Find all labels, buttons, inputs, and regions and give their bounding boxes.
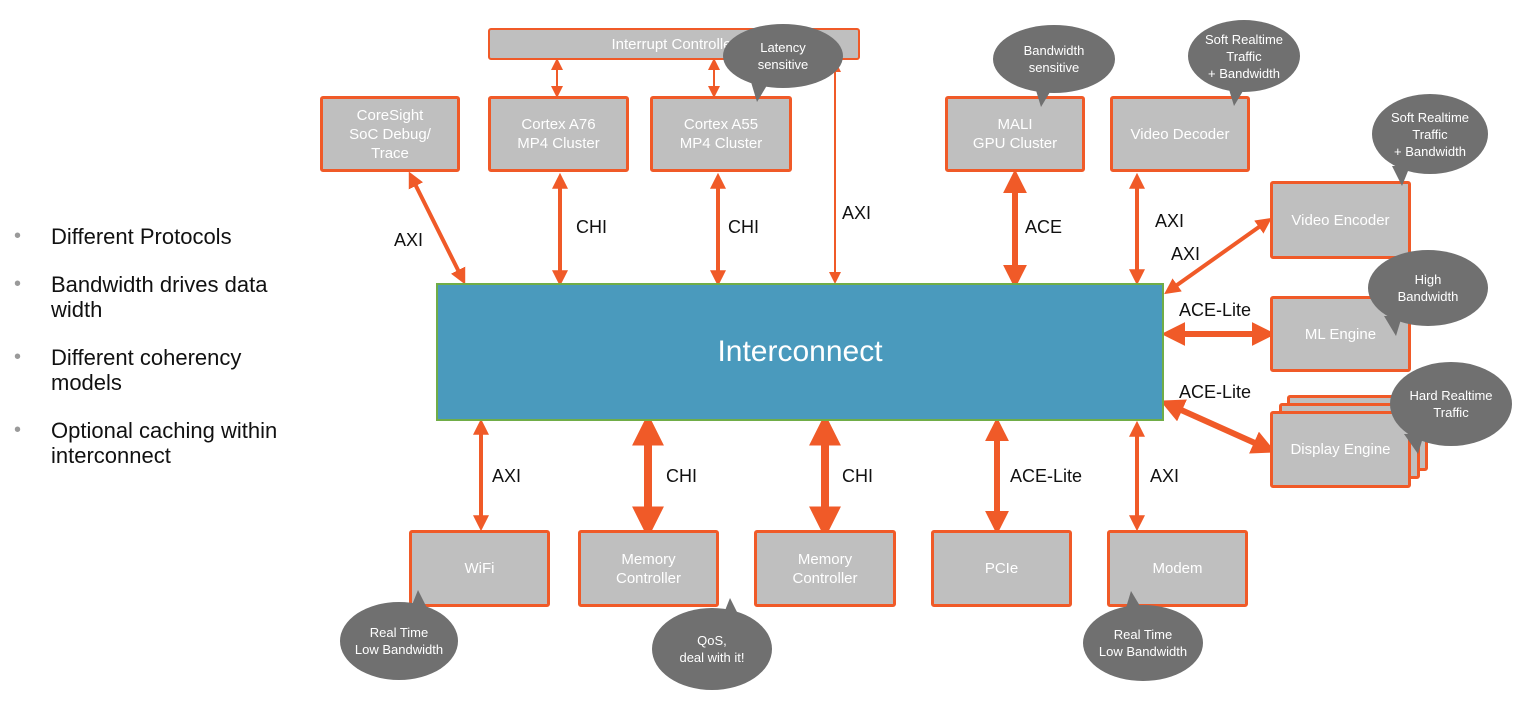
interconnect-label: Interconnect (717, 335, 883, 368)
protocol-label-a76: CHI (576, 217, 607, 237)
memory-controller-2-label: Memory Controller (792, 550, 858, 587)
bubble-high-bandwidth: High Bandwidth (1368, 250, 1488, 336)
protocol-label-video-decoder: AXI (1155, 211, 1185, 231)
wifi-label: WiFi (464, 560, 495, 577)
memory-controller-2-box: Memory Controller (754, 530, 896, 607)
bubble-tail (1228, 86, 1246, 106)
pcie-label: PCIe (984, 560, 1019, 577)
bubble-latency-sensitive: Latency sensitive (723, 24, 843, 102)
protocol-label-mali: ACE (1025, 217, 1063, 237)
bubble-text: Real Time Low Bandwidth (354, 625, 444, 657)
bullet-text: Different Protocols (51, 224, 232, 249)
protocol-label-interrupt: AXI (842, 203, 872, 223)
bubble-text: Bandwidth sensitive (1023, 43, 1085, 75)
bubble-tail (722, 598, 740, 618)
bubble-tail (1384, 316, 1402, 336)
memory-controller-1-box: Memory Controller (578, 530, 719, 607)
bubble-qos: QoS, deal with it! (652, 598, 772, 690)
coresight-label: CoreSight SoC Debug/ Trace (349, 106, 431, 162)
video-decoder-label: Video Decoder (1130, 125, 1230, 143)
protocol-label-coresight: AXI (394, 230, 424, 250)
display-engine-label: Display Engine (1290, 441, 1391, 458)
bubble-text: High Bandwidth (1397, 272, 1459, 304)
protocol-label-pcie: ACE-Lite (1010, 466, 1083, 486)
bubble-tail (751, 82, 769, 102)
cortex-a55-box: Cortex A55 MP4 Cluster (650, 96, 792, 172)
cortex-a76-label: Cortex A76 MP4 Cluster (517, 116, 600, 152)
bubble-tail (410, 590, 428, 610)
bullet-item: • Optional caching within interconnect (14, 418, 344, 468)
bubble-tail (1392, 166, 1410, 186)
video-decoder-box: Video Decoder (1110, 96, 1250, 172)
mali-gpu-box: MALI GPU Cluster (945, 96, 1085, 172)
display-engine-box: Display Engine (1270, 411, 1411, 488)
bullet-item: • Different Protocols (14, 224, 344, 249)
bubble-soft-realtime-encoder: Soft Realtime Traffic + Bandwidth (1372, 94, 1488, 186)
bubble-bandwidth-sensitive: Bandwidth sensitive (993, 25, 1115, 107)
interconnect-block: Interconnect (436, 283, 1164, 421)
arrow-video-encoder (1164, 217, 1272, 295)
bullet-text: Different coherency models (51, 345, 242, 395)
protocol-label-a55: CHI (728, 217, 759, 237)
bullet-item: • Bandwidth drives data width (14, 272, 344, 322)
bullet-text: Optional caching within interconnect (51, 418, 278, 468)
protocol-label-wifi: AXI (492, 466, 522, 486)
protocol-label-display-engine: ACE-Lite (1179, 382, 1252, 402)
arrow-display-engine (1160, 399, 1276, 454)
bubble-soft-realtime-decoder: Soft Realtime Traffic + Bandwidth (1188, 20, 1300, 106)
ml-engine-label: ML Engine (1304, 325, 1377, 343)
wifi-box: WiFi (409, 530, 550, 607)
bubble-tail (1404, 434, 1424, 454)
bubble-tail (1125, 591, 1143, 611)
bullet-dot-icon: • (14, 346, 22, 368)
bubble-text: QoS, deal with it! (679, 633, 745, 665)
bullet-dot-icon: • (14, 273, 22, 295)
modem-label: Modem (1152, 560, 1203, 577)
bubble-text: Hard Realtime Traffic (1409, 388, 1493, 420)
bullet-text: Bandwidth drives data width (51, 272, 268, 322)
bubble-text: Latency sensitive (757, 40, 809, 72)
cortex-a76-box: Cortex A76 MP4 Cluster (488, 96, 629, 172)
protocol-label-video-encoder: AXI (1171, 244, 1201, 264)
protocol-label-mem1: CHI (666, 466, 697, 486)
bubble-realtime-wifi: Real Time Low Bandwidth (340, 590, 458, 680)
cortex-a55-label: Cortex A55 MP4 Cluster (679, 116, 763, 152)
pcie-box: PCIe (931, 530, 1072, 607)
coresight-box: CoreSight SoC Debug/ Trace (320, 96, 460, 172)
bubble-realtime-modem: Real Time Low Bandwidth (1083, 591, 1203, 681)
bullet-dot-icon: • (14, 419, 22, 441)
protocol-label-mem2: CHI (842, 466, 873, 486)
bubble-text: Soft Realtime Traffic + Bandwidth (1390, 109, 1470, 159)
video-encoder-box: Video Encoder (1270, 181, 1411, 259)
video-encoder-label: Video Encoder (1291, 211, 1390, 229)
memory-controller-1-label: Memory Controller (615, 550, 682, 587)
bubble-text: Soft Realtime Traffic + Bandwidth (1204, 31, 1284, 81)
mali-gpu-label: MALI GPU Cluster (972, 116, 1058, 152)
bullet-list: • Different Protocols • Bandwidth drives d… (14, 224, 344, 491)
bubble-tail (1035, 87, 1053, 107)
bullet-item: • Different coherency models (14, 345, 344, 395)
protocol-label-modem: AXI (1150, 466, 1180, 486)
interrupt-controller-label: Interrupt Controller (611, 35, 737, 53)
arrow-coresight (408, 171, 466, 285)
protocol-label-ml-engine: ACE-Lite (1179, 300, 1252, 320)
bubble-text: Real Time Low Bandwidth (1098, 627, 1188, 659)
bullet-dot-icon: • (14, 225, 22, 247)
bubble-hard-realtime: Hard Realtime Traffic (1390, 362, 1512, 454)
